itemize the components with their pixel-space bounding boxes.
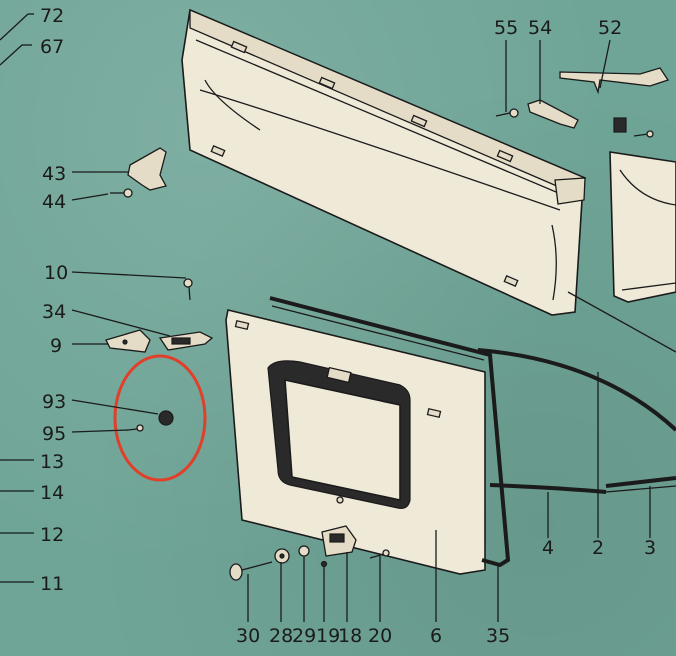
washer-28	[274, 548, 290, 564]
label-55: 55	[494, 17, 518, 39]
label-12: 12	[40, 524, 64, 546]
plate-54	[527, 99, 579, 129]
washer-29	[298, 545, 310, 557]
strip-2	[477, 348, 676, 432]
label-30: 30	[236, 625, 260, 647]
screw-44	[110, 188, 133, 198]
label-93: 93	[42, 391, 66, 413]
label-6: 6	[430, 625, 442, 647]
leader-95	[71, 429, 129, 433]
lid-panel	[225, 309, 486, 575]
leader-34	[71, 309, 171, 337]
label-28: 28	[269, 625, 293, 647]
bracket-34	[158, 331, 214, 351]
rod-52	[559, 67, 670, 95]
hinge-43	[127, 147, 167, 191]
leader-44	[71, 193, 109, 201]
leader-67	[0, 44, 23, 66]
seal-inner	[271, 305, 485, 361]
label-2: 2	[592, 537, 604, 559]
label-67: 67	[40, 36, 64, 58]
label-34: 34	[42, 301, 66, 323]
label-43: 43	[42, 163, 66, 185]
knob-93	[158, 410, 174, 426]
leader-93	[71, 399, 159, 415]
strip-3-edge	[605, 485, 676, 493]
highlight-circle	[113, 354, 207, 482]
screw-20	[369, 549, 390, 559]
label-14: 14	[40, 482, 64, 504]
leader-72	[0, 13, 29, 41]
hinge-9	[105, 329, 151, 353]
label-54: 54	[528, 17, 552, 39]
lock-18	[321, 525, 357, 557]
screw-10	[183, 278, 193, 301]
label-19: 19	[316, 625, 340, 647]
leader-10	[71, 271, 187, 279]
label-9: 9	[50, 335, 62, 357]
label-11: 11	[40, 573, 64, 595]
label-4: 4	[542, 537, 554, 559]
label-13: 13	[40, 451, 64, 473]
label-18: 18	[338, 625, 362, 647]
leader-52	[599, 39, 611, 89]
screw-95	[127, 424, 144, 432]
label-20: 20	[368, 625, 392, 647]
label-52: 52	[598, 17, 622, 39]
upper-panel	[181, 8, 586, 316]
strip-3	[605, 476, 676, 488]
key-30	[229, 561, 273, 581]
label-35: 35	[486, 625, 510, 647]
screw-55	[495, 108, 519, 118]
seal-frame	[269, 296, 511, 568]
screw-19	[320, 560, 328, 578]
right-panel	[609, 151, 676, 303]
label-72: 72	[40, 5, 64, 27]
block-small	[613, 117, 654, 138]
strip-4	[489, 483, 607, 494]
leader-right-edge	[567, 291, 676, 353]
label-29: 29	[292, 625, 316, 647]
label-10: 10	[44, 262, 68, 284]
label-3: 3	[644, 537, 656, 559]
label-44: 44	[42, 191, 66, 213]
label-95: 95	[42, 423, 66, 445]
